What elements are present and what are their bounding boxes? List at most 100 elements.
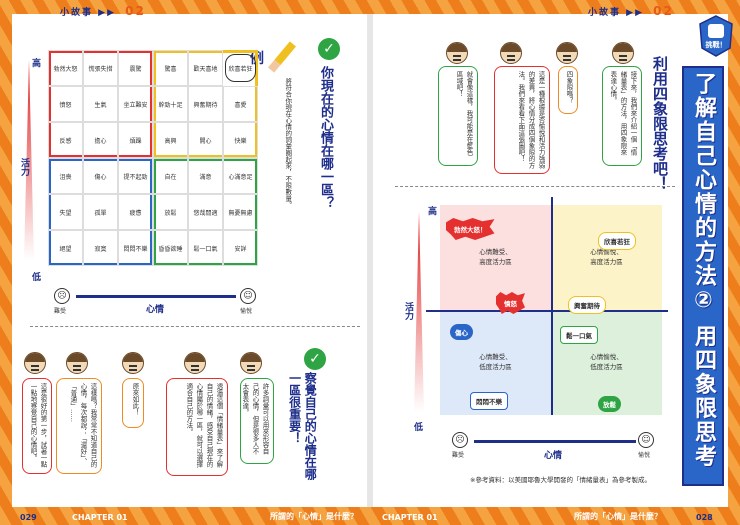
footer-chapter: CHAPTER 01 [72, 513, 128, 522]
happy-face-icon: ☺ [240, 288, 256, 304]
challenge-badge: 挑戰！ [698, 14, 734, 58]
avatar-child [122, 352, 144, 374]
emotion-word-cell[interactable]: 生氣 [83, 86, 118, 122]
emotion-word-cell[interactable]: 勃然大怒 [48, 50, 83, 86]
avatar-teacher [240, 352, 262, 374]
badge-text: 挑戰！ [705, 41, 727, 49]
page-number: 029 [20, 513, 37, 522]
speech-bubble: 就會像這樣，我可能是在藍色區域吧！ [438, 66, 478, 166]
quadrant-yellow: 心情愉悅、高度活力區 [551, 205, 662, 310]
speech-bubble: 接下來，我們來介紹一個「情緒量表」的方法，用四象限來表達心情。 [602, 66, 642, 166]
quadrant-label: 心情愉悅、 [590, 247, 623, 256]
emotion-word-cell[interactable]: 幹勁十足 [153, 86, 188, 122]
emotion-word-cell[interactable]: 喜愛 [223, 86, 258, 122]
avatar-teacher [612, 42, 634, 64]
emotion-word-cell[interactable]: 慌張失措 [83, 50, 118, 86]
footer-topic: 所謂的「心情」是什麼？ [270, 512, 358, 521]
emotion-word-cell[interactable]: 孤單 [83, 194, 118, 230]
tag-excited: 興奮期待 [568, 296, 606, 314]
tag-relaxed: 放鬆 [598, 396, 621, 412]
avatar-teacher [24, 352, 46, 374]
sad-face-icon: ☹ [54, 288, 70, 304]
emotion-cells: 勃然大怒慌張失措震驚驚喜歡天喜地欣喜若狂憤怒生氣坐立難安幹勁十足興奮期待喜愛反感… [48, 50, 258, 266]
avatar-child [446, 42, 468, 64]
emotion-word-cell[interactable]: 放鬆 [153, 194, 188, 230]
emotion-word-cell[interactable]: 沮喪 [48, 158, 83, 194]
avatar-teacher [500, 42, 522, 64]
energy-axis-bar [24, 60, 34, 260]
header-arrows: ▶▶ [626, 8, 644, 18]
emotion-word-cell[interactable]: 自在 [153, 158, 188, 194]
emotion-word-cell[interactable]: 開心 [188, 122, 223, 158]
emotion-word-cell[interactable]: 欣喜若狂 [225, 54, 256, 82]
speech-bubble: 這是很好的第一步，試著一點一點地察覺自己的心情吧。 [22, 378, 52, 474]
header-right: 小故事 ▶▶ 02 [588, 4, 674, 18]
header-left: 小故事 ▶▶ 02 [60, 4, 146, 18]
emotion-word-cell[interactable]: 心滿意足 [223, 158, 258, 194]
checkmark-icon: ✓ [304, 348, 326, 370]
axis-low-label: 低 [32, 273, 42, 283]
avatar-child [556, 42, 578, 64]
sad-face-icon: ☹ [452, 432, 468, 448]
emotion-word-cell[interactable]: 憤怒 [48, 86, 83, 122]
emotion-word-cell[interactable]: 鬆一口氣 [188, 230, 223, 266]
emotion-word-cell[interactable]: 疲憊 [118, 194, 153, 230]
quadrant-red: 心情難受、高度活力區 [440, 205, 551, 310]
vertical-axis-line [551, 197, 553, 415]
emotion-word-cell[interactable]: 安詳 [223, 230, 258, 266]
speech-bubble: 四象限嗎？ [558, 66, 578, 114]
mood-axis-arrow [76, 295, 236, 298]
axis-energy-label: 活力 [19, 158, 29, 176]
emotion-word-cell[interactable]: 失望 [48, 194, 83, 230]
emotion-word-cell[interactable]: 傷心 [83, 158, 118, 194]
emotion-word-cell[interactable]: 無憂無慮 [223, 194, 258, 230]
energy-axis-bar [414, 212, 424, 412]
footer-chapter: CHAPTER 01 [382, 513, 438, 522]
header-arrows: ▶▶ [98, 8, 116, 18]
emotion-word-cell[interactable]: 煩躁 [118, 122, 153, 158]
quadrant-label: 心情難受、 [479, 352, 512, 361]
quadrant-label: 高度活力區 [479, 257, 512, 266]
emotion-word-cell[interactable]: 擔心 [83, 122, 118, 158]
emotion-word-cell[interactable]: 提不起勁 [118, 158, 153, 194]
quadrant-green [153, 158, 258, 266]
header-number: 02 [125, 4, 146, 18]
emotion-word-cell[interactable]: 驚喜 [153, 50, 188, 86]
axis-mood-label: 心情 [146, 305, 165, 315]
speech-bubble: 這樣嗎？我常常不知道自己的心情，每次都說：「還好」、「普通」…… [56, 378, 102, 474]
emotion-word-cell[interactable]: 悶悶不樂 [118, 230, 153, 266]
emotion-word-cell[interactable]: 昏昏欲睡 [153, 230, 188, 266]
emotion-word-cell[interactable]: 反感 [48, 122, 83, 158]
speech-bubble: 這是一種根據是否愉悅和活力強弱的差異，將心情分成四個象限的方法。我們來看看下面這… [494, 66, 550, 174]
emotion-word-cell[interactable]: 快樂 [223, 122, 258, 158]
emotion-word-cell[interactable]: 高興 [153, 122, 188, 158]
emotion-word-cell[interactable]: 絕望 [48, 230, 83, 266]
avatar-teacher [184, 352, 206, 374]
fist-icon [699, 15, 733, 57]
emotion-word-cell[interactable]: 滿意 [188, 158, 223, 194]
question-title: 你現在的心情在哪一區？ [318, 66, 333, 209]
speech-bubble: 透過這個「情緒量表」來了解自己的情緒，感受自己現在的心情屬於哪一區，就可以選擇適… [166, 378, 228, 476]
emotion-word-cell[interactable]: 寂寞 [83, 230, 118, 266]
section-title: 察覺自己的心情在哪一區很重要！ [287, 372, 318, 480]
emotion-word-cell[interactable]: 震驚 [118, 50, 153, 86]
quadrant-label: 心情愉悅、 [590, 352, 623, 361]
avatar-child [66, 352, 88, 374]
speech-bubble: 原來如此！ [122, 378, 144, 428]
axis-energy-label: 活力 [403, 302, 413, 320]
chapter-banner: 了解自己心情的方法② 用四象限思考 [682, 66, 724, 486]
emotion-word-cell[interactable]: 興奮期待 [188, 86, 223, 122]
axis-low-label: 低 [414, 423, 424, 433]
axis-high-label: 高 [428, 207, 438, 217]
tag-ecstatic: 欣喜若狂 [598, 232, 636, 250]
section-divider [395, 186, 675, 187]
header-label: 小故事 [60, 8, 94, 18]
tag-relieved: 鬆一口氣 [560, 326, 598, 344]
checkmark-icon: ✓ [318, 38, 340, 60]
instruction-text: 將符合你現在心情的詞彙圈起來，不限數量。 [283, 78, 292, 208]
emotion-word-cell[interactable]: 歡天喜地 [188, 50, 223, 86]
emotion-word-cell[interactable]: 坐立難安 [118, 86, 153, 122]
emotion-word-cell[interactable]: 悠哉閒適 [188, 194, 223, 230]
horizontal-axis-line [426, 310, 668, 312]
quadrant-label: 低度活力區 [590, 362, 623, 371]
